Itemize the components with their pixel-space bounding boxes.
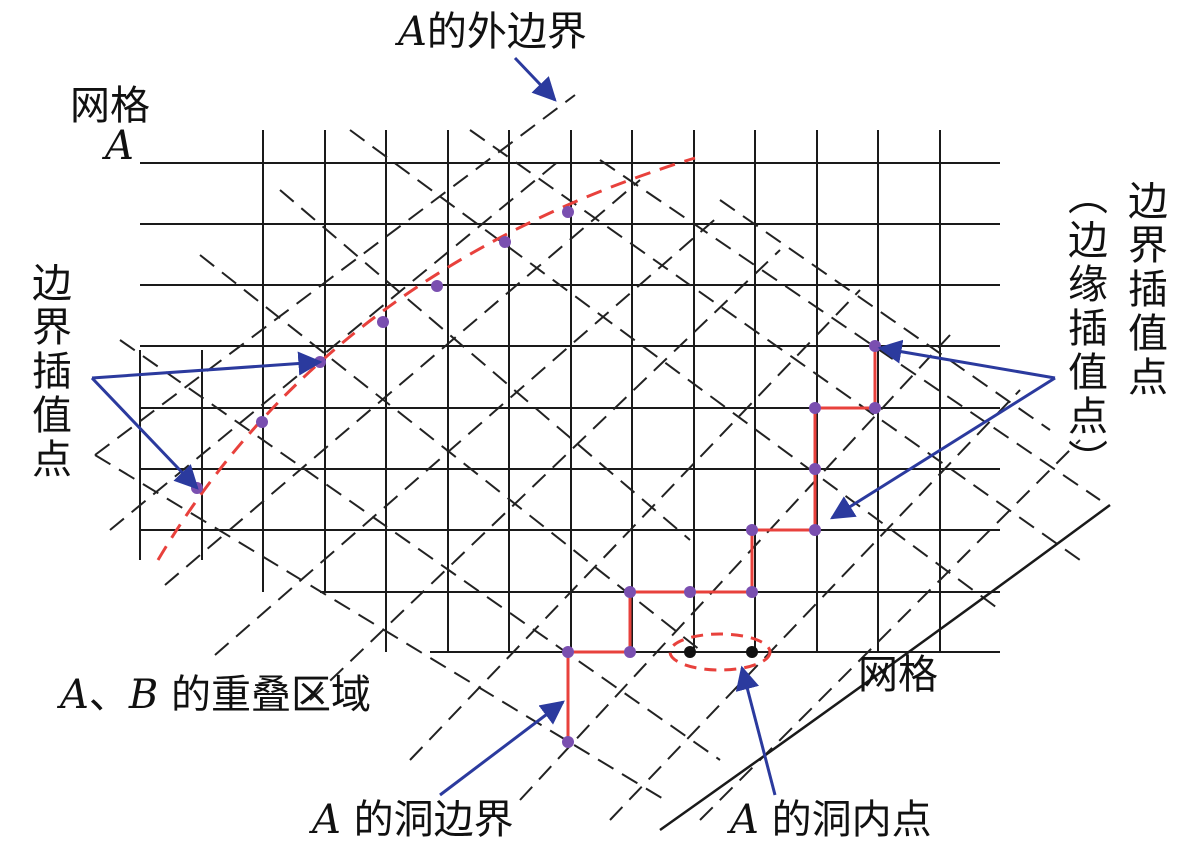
interpolation-point: [431, 280, 443, 292]
label-outer-boundary: A的外边界: [398, 12, 587, 52]
label-grid-b-text: 网格: [858, 652, 938, 698]
arrow-boundary-left-lower: [90, 376, 199, 490]
label-overlap-a: A: [60, 672, 89, 718]
label-edge-paren-text: （边缘插值点）: [1061, 175, 1107, 483]
grid-b: [94, 94, 1101, 821]
hole-boundary-line: [566, 345, 877, 742]
label-boundary-left: 边界插值点: [25, 262, 71, 482]
grid-b-line: [519, 334, 951, 801]
hole-interior-ellipse: [668, 632, 772, 672]
interpolation-point: [809, 524, 821, 536]
arrow-hole-interior: [735, 665, 777, 796]
label-hole-interior: A 的洞内点: [730, 800, 932, 840]
grid-b-line: [164, 179, 641, 586]
arrow-boundary-right-upper: [877, 339, 1056, 380]
arrow-hole-boundary: [439, 700, 565, 797]
interpolation-point: [562, 646, 574, 658]
arrow-boundary-left-upper: [91, 351, 323, 380]
hole-point: [684, 646, 696, 658]
grid-b-line: [699, 439, 1081, 821]
label-overlap: A、B 的重叠区域: [60, 675, 371, 715]
interpolation-point: [377, 316, 389, 328]
label-edge-paren: （边缘插值点）: [1061, 175, 1107, 483]
label-grid-b: 网格: [858, 655, 938, 695]
label-hole-boundary-b: 的洞边界: [340, 797, 514, 843]
interpolation-point: [499, 236, 511, 248]
outer-boundary-arc: [156, 156, 696, 561]
interpolation-points: [191, 206, 881, 748]
arrow-outer-boundary: [513, 56, 557, 102]
grid-b-outer-curve: [659, 503, 1111, 832]
grid-b-line: [599, 159, 1101, 501]
interpolation-point: [562, 206, 574, 218]
grid-b-line: [719, 199, 1051, 431]
label-hole-boundary-a: A: [312, 797, 341, 843]
label-overlap-c: B: [128, 672, 159, 718]
grid-b-line: [409, 289, 861, 761]
interpolation-point: [869, 402, 881, 414]
grid-b-line: [119, 339, 721, 761]
interpolation-point: [746, 586, 758, 598]
grid-b-line: [94, 454, 666, 801]
interpolation-point: [809, 402, 821, 414]
label-outer-boundary-text: 的外边界: [426, 9, 587, 55]
label-overlap-d: 的重叠区域: [158, 672, 372, 718]
arrow-boundary-right-lower: [829, 376, 1056, 520]
label-hole-interior-a: A: [730, 797, 759, 843]
label-grid-a-2: A: [105, 126, 134, 166]
grid-b-line: [609, 389, 1021, 821]
label-overlap-b: 、: [88, 672, 129, 718]
label-hole-boundary: A 的洞边界: [312, 800, 514, 840]
grid-b-line: [309, 249, 781, 701]
hole-point: [746, 646, 758, 658]
interpolation-point: [746, 524, 758, 536]
interpolation-point: [684, 586, 696, 598]
grid-b-line: [279, 189, 691, 541]
interpolation-point: [256, 416, 268, 428]
label-boundary-right: 边界插值点: [1121, 180, 1167, 400]
label-grid-a-2-text: A: [105, 123, 134, 169]
interpolation-point: [562, 736, 574, 748]
grid-b-line: [349, 129, 1001, 611]
label-outer-boundary-italic: A: [398, 9, 427, 55]
grid-b-line: [214, 214, 721, 656]
label-boundary-right-text: 边界插值点: [1121, 180, 1167, 400]
interpolation-point: [624, 586, 636, 598]
interpolation-point: [624, 646, 636, 658]
label-grid-a-1: 网格: [70, 86, 150, 126]
grid-b-line: [94, 94, 576, 456]
interpolation-point: [869, 340, 881, 352]
label-hole-interior-b: 的洞内点: [758, 797, 932, 843]
interpolation-point: [809, 463, 821, 475]
label-boundary-left-text: 边界插值点: [25, 262, 71, 482]
grid-b-line: [199, 254, 701, 651]
label-grid-a-1-text: 网格: [70, 83, 150, 129]
